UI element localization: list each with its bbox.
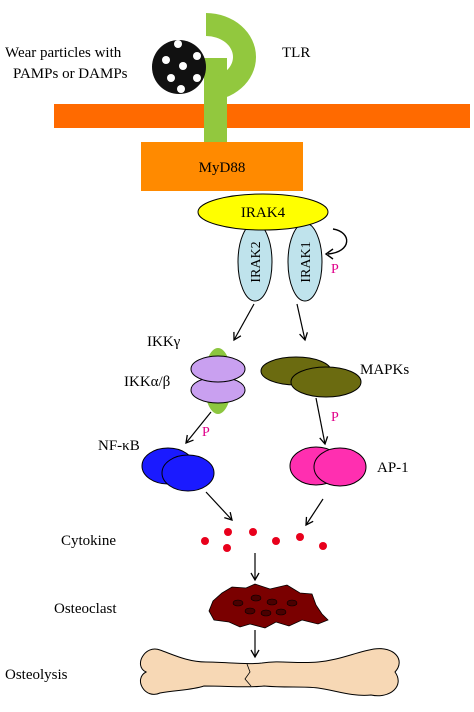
cytokine-dots	[201, 528, 327, 552]
arrow-ap1-to-cytokine	[305, 498, 324, 527]
arrow-ikk-to-nfkb	[185, 411, 212, 445]
ikk-gamma-label: IKKγ	[147, 334, 181, 350]
wear-particles-label-line1: Wear particles with	[5, 45, 122, 61]
cell-membrane	[54, 104, 470, 128]
nfkb-phosphate-label: P	[202, 425, 210, 440]
wear-particle	[152, 40, 206, 94]
arrow-irak2-to-ikk	[233, 303, 255, 342]
ap1-oval-2	[313, 447, 367, 487]
osteoclast-label: Osteoclast	[54, 601, 117, 617]
mapk-oval-2	[290, 366, 362, 398]
irak1-label: IRAK1	[299, 241, 314, 282]
myd88-label: MyD88	[199, 160, 246, 176]
nfkb-label: NF-κB	[98, 438, 140, 454]
irak4-label: IRAK4	[241, 205, 286, 221]
arrow-mapks-to-ap1	[315, 397, 329, 446]
autophosphorylation-arrow	[327, 228, 348, 255]
irak1-phosphate-label: P	[331, 262, 339, 277]
osteoclast-cell	[208, 583, 329, 629]
ikk-alpha-oval	[190, 355, 246, 383]
bone-shape	[140, 648, 400, 697]
tlr-receptor	[204, 13, 256, 144]
arrow-irak1-to-mapks	[296, 303, 309, 342]
wear-particles-label-line2: PAMPs or DAMPs	[13, 66, 128, 82]
ikk-alpha-beta-label: IKKα/β	[124, 374, 170, 390]
mapks-label: MAPKs	[360, 362, 409, 378]
irak4-oval	[197, 193, 329, 231]
tlr-label: TLR	[282, 45, 310, 61]
nfkb-oval-2	[161, 454, 215, 492]
osteolysis-label: Osteolysis	[5, 667, 68, 683]
ap1-label: AP-1	[377, 460, 409, 476]
cytokine-label: Cytokine	[61, 533, 116, 549]
irak2-label: IRAK2	[249, 241, 264, 282]
myd88-box	[141, 142, 303, 191]
ap1-phosphate-label: P	[331, 410, 339, 425]
arrow-nfkb-to-cytokine	[205, 491, 233, 521]
